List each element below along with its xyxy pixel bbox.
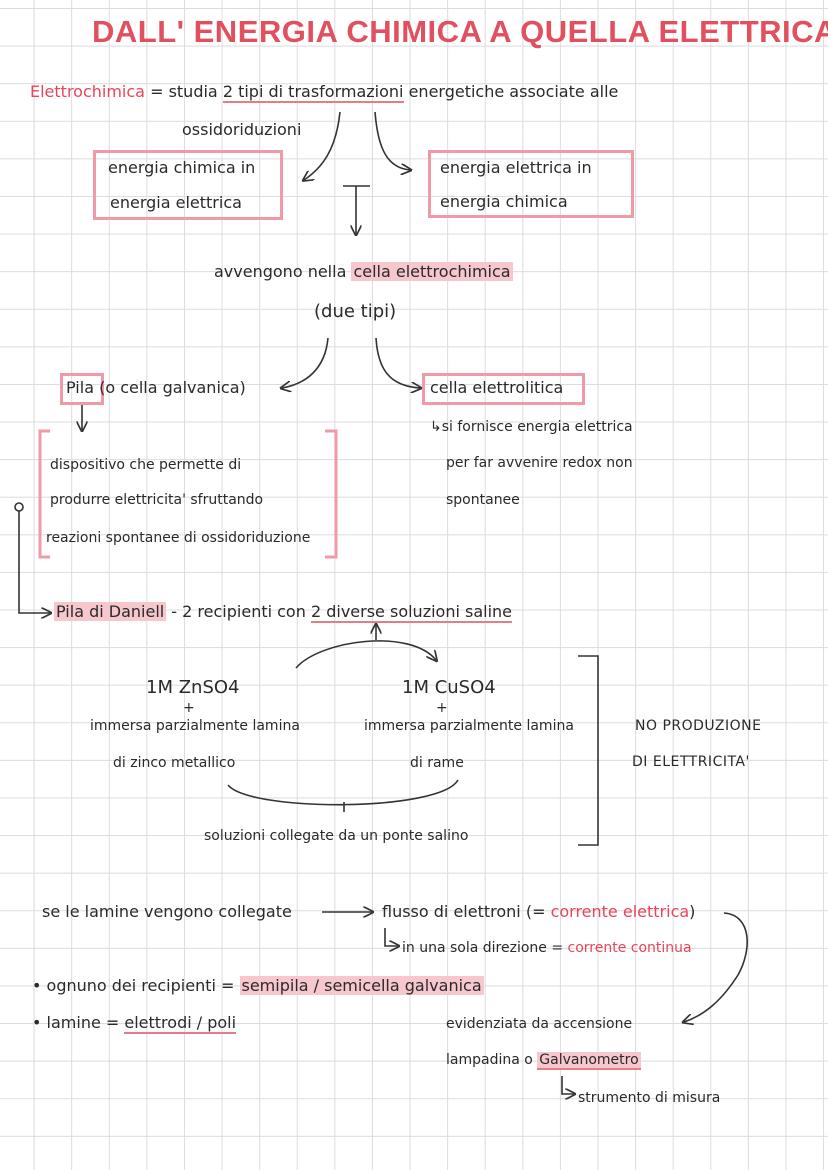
bridge-brace: [227, 779, 459, 812]
arrow-to-pila: [282, 337, 329, 388]
arrow-to-daniell: [18, 511, 50, 613]
dot-marker: [14, 502, 24, 512]
one-direction: in una sola direzione = corrente continu…: [402, 940, 692, 956]
page-title: DALL' ENERGIA CHIMICA A QUELLA ELETTRICA: [92, 14, 828, 49]
arrow-to-electrolytic: [375, 337, 420, 388]
arrow-solutions: [295, 625, 436, 668]
pila-desc-line1: dispositivo che permette di: [50, 457, 242, 473]
connection-prefix: se le lamine vengono collegate: [42, 902, 292, 921]
electron-flow: flusso di elettroni (= corrente elettric…: [382, 902, 696, 921]
box-electrolytic: [422, 373, 585, 405]
daniell-label: Pila di Daniell: [54, 602, 167, 621]
electrolytic-desc-line1: ↳si fornisce energia elettrica: [430, 419, 633, 435]
bullet-electrodes: • lamine = elettrodi / poli: [32, 1013, 237, 1034]
arrow-to-elec-chem: [374, 111, 410, 170]
arrow-to-cell: [343, 185, 370, 234]
left-desc-line1: immersa parzialmente lamina: [90, 718, 300, 734]
arrow-to-evidence: [684, 912, 748, 1022]
arrow-instrument: [561, 1076, 574, 1094]
daniell-line: Pila di Daniell - 2 recipienti con 2 div…: [54, 602, 513, 623]
right-bracket: [578, 655, 599, 846]
elec-to-chem-line1: energia elettrica in: [440, 158, 592, 177]
pila-bracket-right: [325, 429, 338, 559]
arrow-to-chem-elec: [304, 111, 341, 180]
elec-to-chem-line2: energia chimica: [440, 192, 568, 211]
pila-desc-line2: produrre elettricita' sfruttando: [50, 492, 264, 508]
right-plus: +: [436, 700, 448, 716]
box-elec-to-chem: [428, 150, 634, 218]
lamp-line: lampadina o Galvanometro: [446, 1052, 641, 1070]
left-plus: +: [183, 700, 195, 716]
pila-label: Pila (o cella galvanica): [66, 378, 246, 397]
right-desc-line2: di rame: [410, 755, 464, 771]
salt-bridge-text: soluzioni collegate da un ponte salino: [204, 828, 469, 844]
term-electrochemistry: Elettrochimica: [30, 82, 145, 101]
cell-highlight: cella elettrochimica: [351, 262, 513, 281]
evidence-line: evidenziata da accensione: [446, 1016, 633, 1032]
bullet-half-cell: • ognuno dei recipienti = semipila / sem…: [32, 976, 484, 995]
cell-line: avvengono nella cella elettrochimica: [214, 262, 513, 281]
chem-to-elec-line1: energia chimica in: [108, 158, 256, 177]
pila-bracket-left: [38, 429, 50, 559]
intro-definition: Elettrochimica = studia 2 tipi di trasfo…: [30, 82, 619, 103]
intro-line2: ossidoriduzioni: [182, 120, 302, 139]
electrolytic-desc-line2: per far avvenire redox non: [446, 455, 633, 471]
box-pila: [60, 373, 104, 405]
arrow-direction: [384, 928, 398, 946]
no-production-line2: DI ELETTRICITA': [632, 754, 750, 770]
instrument-line: strumento di misura: [578, 1090, 721, 1106]
left-desc-line2: di zinco metallico: [113, 755, 236, 771]
pila-desc-line3: reazioni spontanee di ossidoriduzione: [46, 530, 311, 546]
electrolytic-label: cella elettrolitica: [430, 378, 564, 397]
no-production-line1: NO PRODUZIONE: [635, 718, 762, 734]
box-chem-to-elec: [93, 150, 283, 220]
chem-to-elec-line2: energia elettrica: [110, 193, 242, 212]
left-formula: 1M ZnSO4: [146, 677, 240, 698]
right-desc-line1: immersa parzialmente lamina: [364, 718, 574, 734]
cell-types: (due tipi): [314, 301, 397, 322]
galvanometer: Galvanometro: [537, 1052, 641, 1070]
right-formula: 1M CuSO4: [402, 677, 496, 698]
electrolytic-desc-line3: spontanee: [446, 492, 520, 508]
